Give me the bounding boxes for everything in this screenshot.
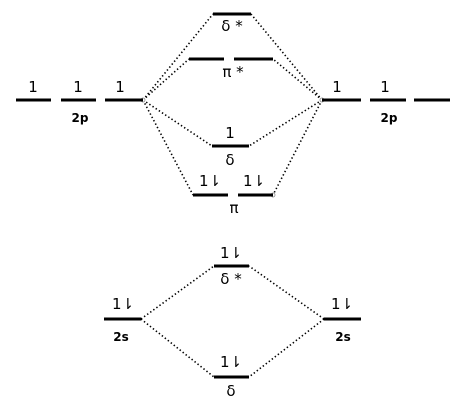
right-2s-group: 1⇂ 2s [324,295,361,344]
delta-star-lower-label: δ * [220,270,242,288]
pi-label: π [229,199,238,217]
delta-star-upper-label: δ * [221,17,243,35]
right-2p-orbital-2-electrons: 1 [380,78,390,96]
right-2p-label: 2p [381,111,398,125]
upper-connectors [142,13,323,196]
connector-right-to-pi [272,99,323,196]
delta-lower-mo: 1⇂ δ [214,353,249,400]
pi-mo: 1⇂ 1⇂ π [193,172,273,217]
right-2p-group: 1 1 2p [322,78,450,125]
right-2s-label: 2s [335,330,351,344]
left-2s-group: 1⇂ 2s [104,295,141,344]
left-2p-orbital-3-electrons: 1 [115,78,125,96]
connector-left-to-pi-star [142,58,190,101]
pi-star-label: π * [222,63,244,81]
left-2p-group: 1 1 1 2p [16,78,143,125]
delta-upper-mo: 1 δ [212,124,249,169]
left-2s-label: 2s [113,330,129,344]
connector-right-to-pi-star [272,58,323,101]
connector-left-2s-to-delta [140,318,215,378]
pi-left-electrons: 1⇂ [199,172,221,190]
connector-right-2s-to-delta [248,318,325,378]
delta-upper-electrons: 1 [225,124,235,142]
left-2p-orbital-2-electrons: 1 [73,78,83,96]
connector-left-to-delta [142,99,213,147]
connector-right-to-delta [248,99,323,147]
pi-star-mo: π * [189,57,273,81]
delta-lower-electrons: 1⇂ [220,353,242,371]
connector-left-to-pi [142,99,194,196]
connector-left-to-delta-star [142,13,214,101]
connector-right-to-delta-star [250,13,323,101]
delta-star-upper-mo: δ * [213,12,251,35]
connector-left-2s-to-delta-star [140,265,215,320]
delta-upper-label: δ [225,151,234,169]
pi-right-electrons: 1⇂ [243,172,265,190]
delta-lower-label: δ [226,382,235,400]
delta-star-lower-mo: 1⇂ δ * [214,244,249,288]
right-2s-electrons: 1⇂ [331,295,353,313]
left-2p-orbital-1-electrons: 1 [28,78,38,96]
connector-right-2s-to-delta-star [248,265,325,320]
right-2p-orbital-1-electrons: 1 [332,78,342,96]
left-2s-electrons: 1⇂ [112,295,134,313]
lower-connectors [140,265,325,378]
left-2p-label: 2p [72,111,89,125]
delta-star-lower-electrons: 1⇂ [220,244,242,262]
